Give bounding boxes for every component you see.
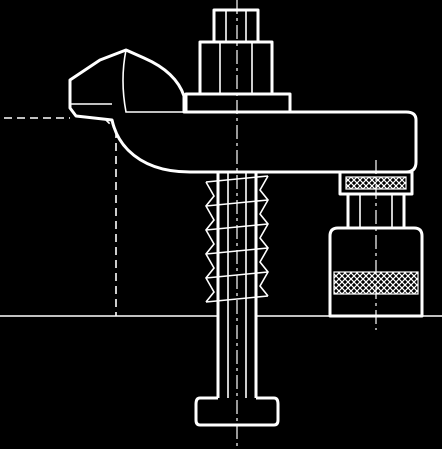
washer [184, 92, 292, 114]
workpiece-outline [4, 117, 117, 316]
clamp-strap [68, 48, 418, 174]
stud-top [212, 8, 260, 44]
hex-nut [198, 40, 274, 96]
clamp-strap-heel-edge [122, 49, 184, 113]
